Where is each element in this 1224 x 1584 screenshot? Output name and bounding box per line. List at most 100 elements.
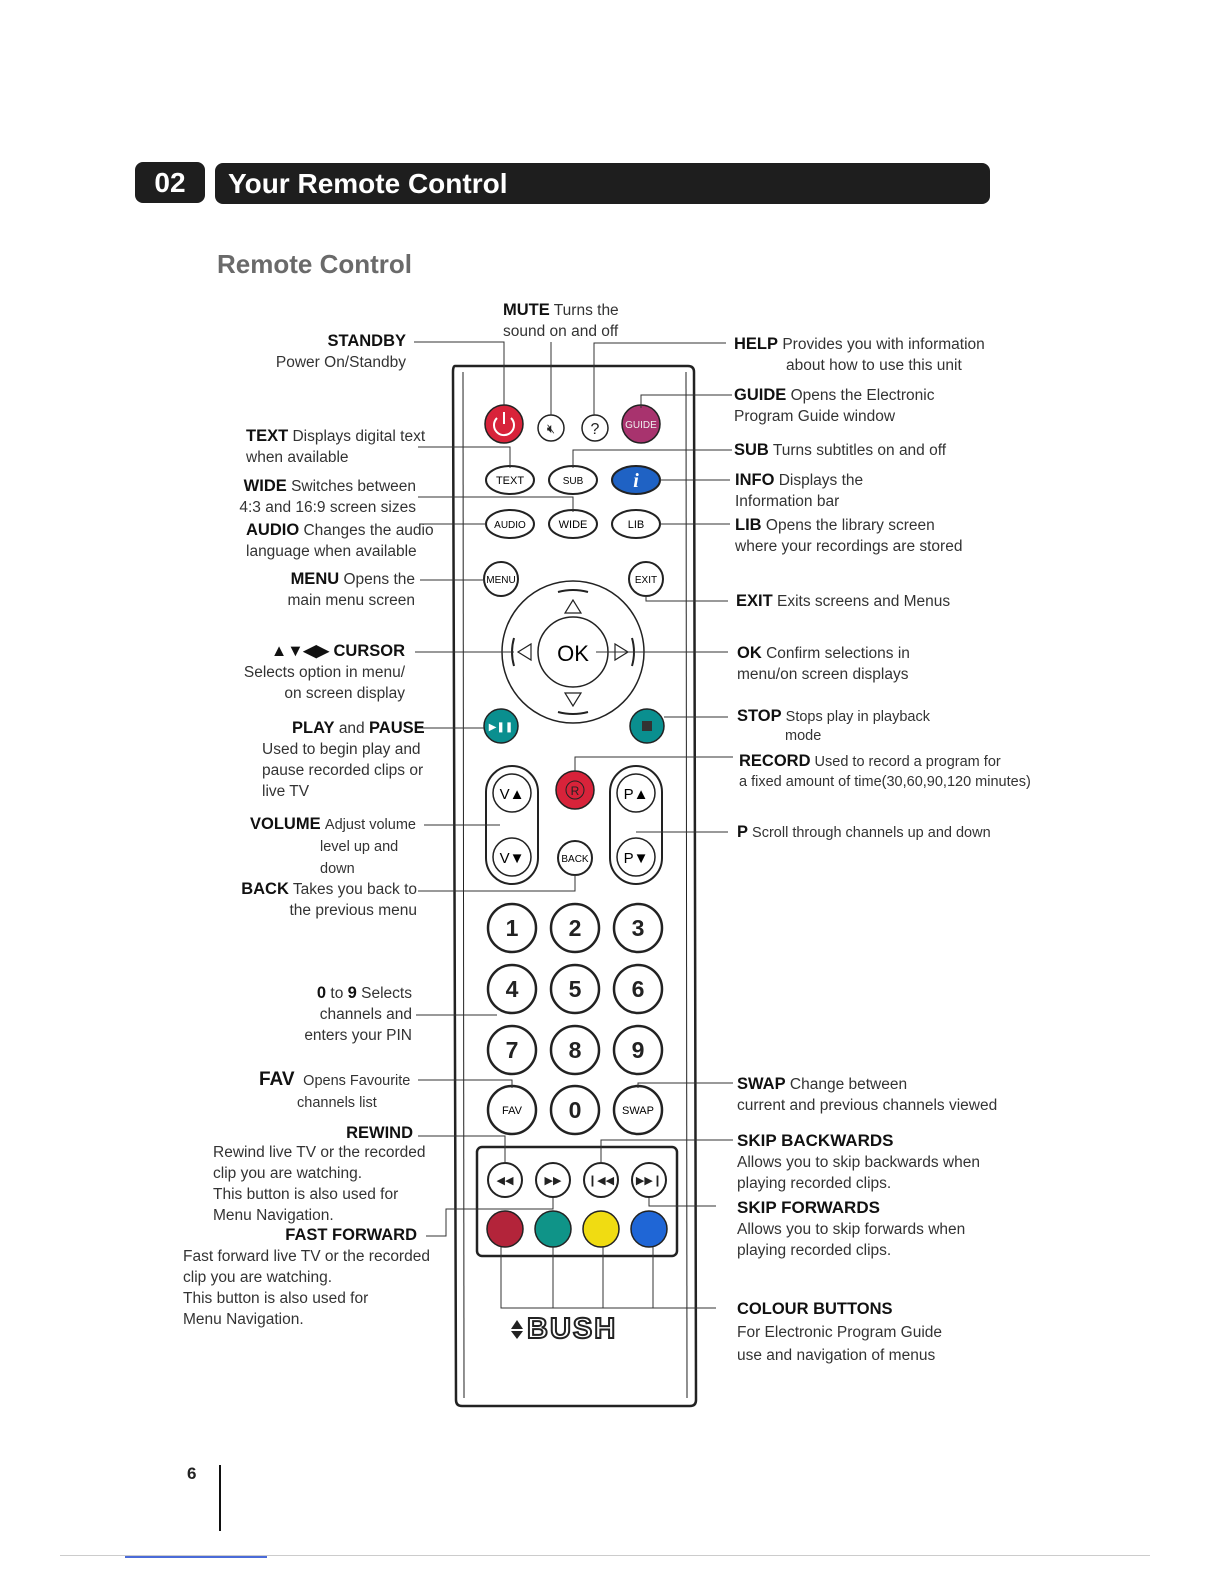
skip-forward-icon: ▶▶❙: [636, 1174, 662, 1187]
lib-button-label: LIB: [628, 519, 645, 531]
digit-0-button[interactable]: [549, 1084, 601, 1136]
digit-7-button[interactable]: [486, 1024, 538, 1076]
fast-forward-button[interactable]: [535, 1162, 571, 1198]
yellow-button[interactable]: [582, 1210, 620, 1248]
digit-5-button[interactable]: [549, 963, 601, 1015]
mute-icon: 🔇︎: [547, 422, 555, 437]
play-pause-button[interactable]: [483, 708, 519, 744]
digit-2-button[interactable]: [549, 902, 601, 954]
info-icon: i: [633, 470, 639, 492]
channel-up-label: P▲: [624, 786, 649, 803]
channel-up-button[interactable]: [616, 773, 656, 813]
footer-rule: [60, 1555, 1150, 1556]
text-button-label: TEXT: [496, 475, 524, 487]
guide-button-label: GUIDE: [625, 420, 657, 431]
digit-8-button[interactable]: [549, 1024, 601, 1076]
digit-9-button[interactable]: [612, 1024, 664, 1076]
p-label: P Scroll through channels up and down: [737, 823, 991, 841]
sub-label: SUB Turns subtitles on and off: [734, 441, 947, 459]
menu-button-label: MENU: [486, 575, 515, 586]
volume-up-button[interactable]: [492, 773, 532, 813]
exit-label: EXIT Exits screens and Menus: [736, 592, 951, 610]
help-icon: ?: [591, 421, 600, 438]
digit-3-button[interactable]: [612, 902, 664, 954]
power-icon: [493, 412, 515, 437]
ok-button-label: OK: [557, 641, 589, 666]
bush-logo-icon: [511, 1320, 523, 1329]
record-icon: R: [571, 784, 580, 798]
fast-forward-icon: ▶▶: [545, 1174, 562, 1187]
section-title: Your Remote Control: [215, 163, 990, 204]
play-pause-icon: ▶❚❚: [489, 722, 513, 733]
cursor-down-icon[interactable]: [563, 692, 583, 708]
brand-logo: BUSH: [527, 1313, 617, 1345]
digit-2-label: 2: [569, 915, 582, 941]
rewind-icon: ◀◀: [497, 1174, 514, 1187]
remote-body: [451, 364, 698, 1408]
digit-5-label: 5: [569, 976, 582, 1002]
audio-button-label: AUDIO: [494, 520, 526, 531]
channel-down-button[interactable]: [616, 837, 656, 877]
digit-4-button[interactable]: [486, 963, 538, 1015]
digit-8-label: 8: [569, 1037, 582, 1063]
skip-backward-icon: ❙◀◀: [588, 1174, 615, 1187]
digit-6-label: 6: [632, 976, 645, 1002]
help-button[interactable]: [581, 414, 609, 442]
wide-button-label: WIDE: [559, 519, 588, 531]
blue-button[interactable]: [630, 1210, 668, 1248]
digit-9-label: 9: [632, 1037, 645, 1063]
digit-0-label: 0: [569, 1097, 582, 1123]
fast-forward-label: FAST FORWARD Fast forward live TV or the…: [183, 1226, 430, 1328]
stop-icon: [642, 721, 652, 731]
green-button[interactable]: [534, 1210, 572, 1248]
section-number: 02: [135, 162, 205, 203]
volume-down-button[interactable]: [492, 837, 532, 877]
footer-accent: [125, 1556, 267, 1558]
page-title: Remote Control: [217, 249, 412, 279]
digit-1-button[interactable]: [486, 902, 538, 954]
transport-panel: [475, 1145, 679, 1258]
red-button[interactable]: [486, 1210, 524, 1248]
exit-button-label: EXIT: [635, 575, 657, 586]
digit-7-label: 7: [506, 1037, 519, 1063]
cursor-up-icon[interactable]: [563, 598, 583, 614]
menu-button[interactable]: [483, 561, 519, 597]
leader-lines: [414, 341, 733, 1309]
volume-up-label: V▲: [500, 786, 525, 803]
digit-1-label: 1: [506, 915, 519, 941]
page-number-divider: [219, 1465, 221, 1531]
back-button-label: BACK: [561, 854, 589, 865]
digit-4-label: 4: [506, 976, 519, 1002]
sub-button-label: SUB: [563, 476, 584, 487]
digit-6-button[interactable]: [612, 963, 664, 1015]
page-number: 6: [187, 1464, 197, 1483]
swap-button-label: SWAP: [622, 1105, 654, 1117]
cursor-left-icon[interactable]: [516, 642, 532, 662]
volume-down-label: V▼: [500, 850, 525, 867]
skip-forward-button[interactable]: [631, 1162, 667, 1198]
channel-down-label: P▼: [624, 850, 649, 867]
fav-button-label: FAV: [502, 1105, 523, 1117]
